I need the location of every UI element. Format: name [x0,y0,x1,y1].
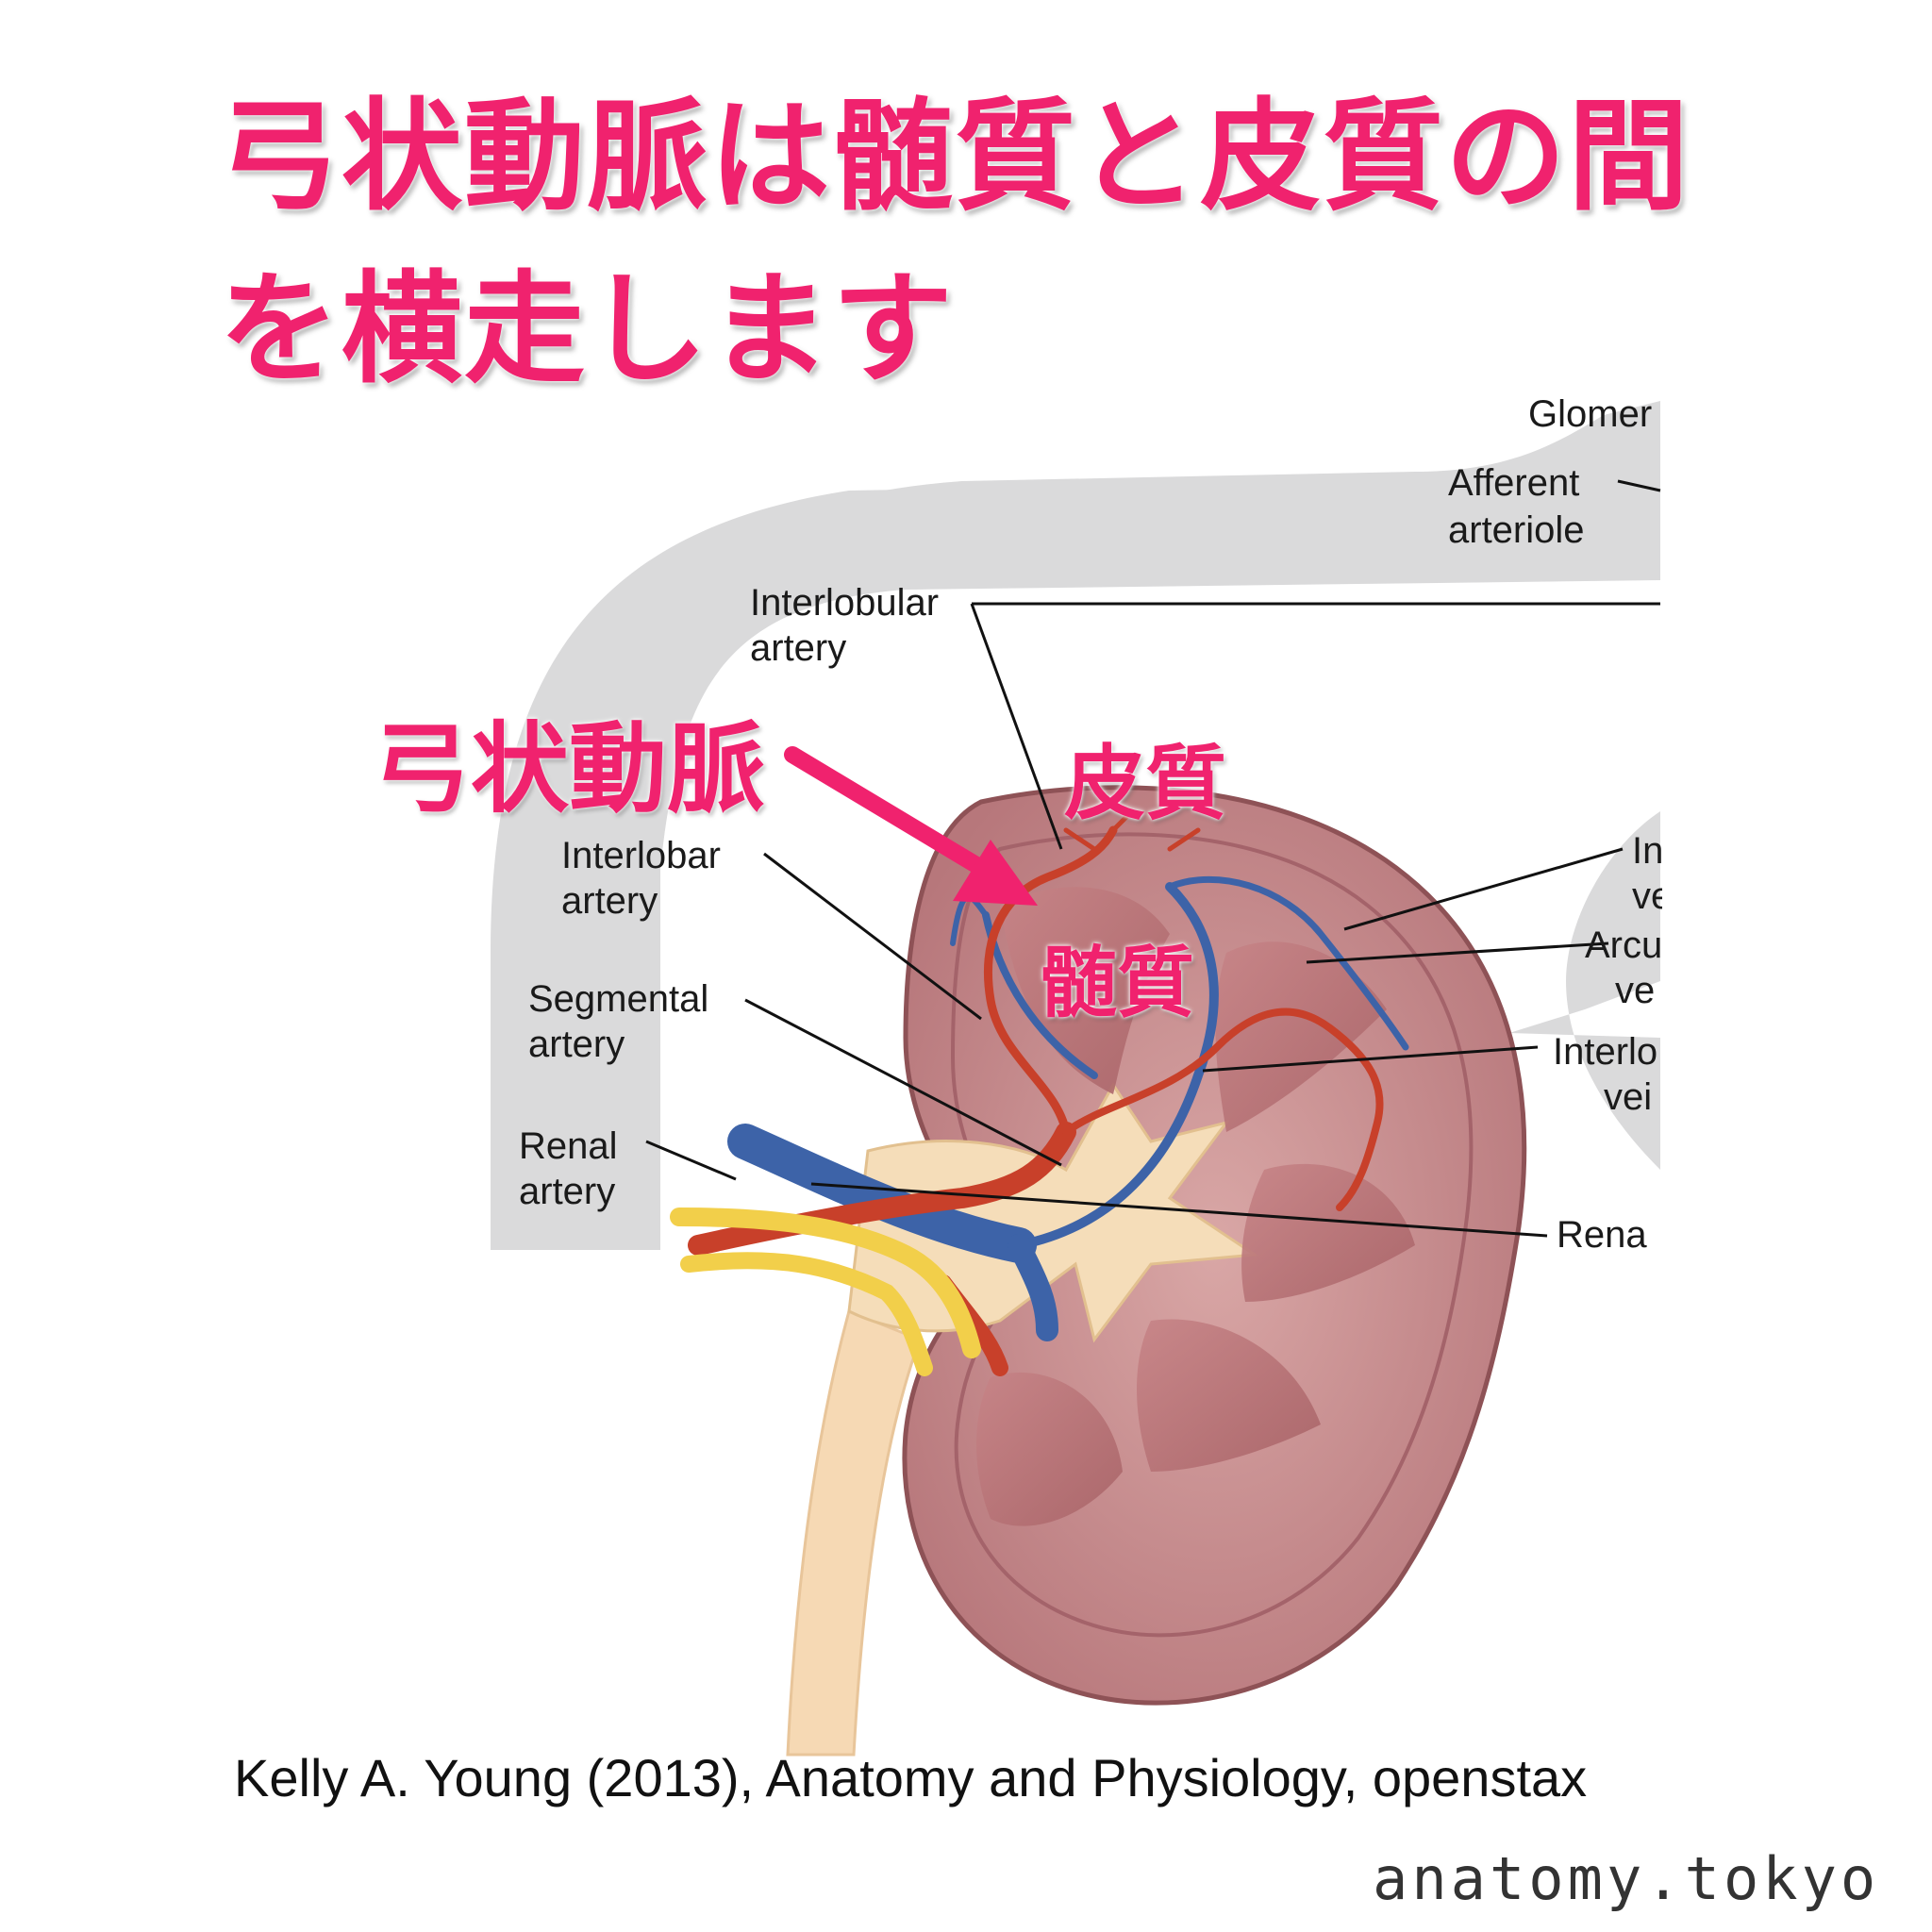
pyramid-4 [1137,1319,1321,1472]
label-renal-artery-2: artery [519,1171,615,1212]
annotation-arcuate-artery: 弓状動脈 [373,711,766,826]
label-arcuate-vein-1: Arcu [1585,924,1662,966]
label-interlobular-vein-2: vei [1604,1076,1652,1118]
label-interlobar-vein-1: In [1632,830,1663,872]
label-afferent-2: arteriole [1448,509,1585,551]
renal-pelvis [847,1082,1259,1343]
watermark: anatomy.tokyo [1373,1844,1880,1913]
label-arcuate-vein-2: ve [1615,970,1655,1011]
annotation-medulla: 髄質 [1040,939,1195,1028]
background-band-top [660,401,1660,660]
label-interlobular-artery-1: Interlobular [750,582,939,624]
pyramid-5 [976,1372,1123,1526]
headline-line-2: を横走します [219,259,956,400]
ureter-branches [670,1208,981,1376]
arcuate-arrow-head [953,840,1038,906]
pyramid-2 [1215,941,1387,1132]
label-afferent-1: Afferent [1448,462,1579,504]
pyramid-3 [1241,1163,1415,1302]
annotation-cortex: 皮質 [1064,737,1226,831]
citation: Kelly A. Young (2013), Anatomy and Physi… [234,1748,1588,1807]
background-band-right [1509,811,1660,1170]
label-segmental-artery-1: Segmental [528,978,708,1020]
label-renal-artery-1: Renal [519,1125,618,1167]
pyramid-1 [1000,887,1170,1094]
label-interlobular-artery-2: artery [750,627,846,669]
label-interlobular-vein-1: Interlo [1553,1031,1657,1073]
right-crop-mask [1662,377,1932,1745]
label-glomerulus: Glomer [1528,393,1652,435]
label-renal-vein: Rena [1557,1214,1647,1256]
label-segmental-artery-2: artery [528,1024,625,1065]
ureter [786,1308,922,1757]
label-interlobar-artery-1: Interlobar [561,835,721,876]
label-interlobar-artery-2: artery [561,880,658,922]
arcuate-arrow-shaft [784,746,990,876]
leader-lines [645,479,1661,1238]
headline-line-1: 弓状動脈は髄質と皮質の間 [219,87,1691,227]
